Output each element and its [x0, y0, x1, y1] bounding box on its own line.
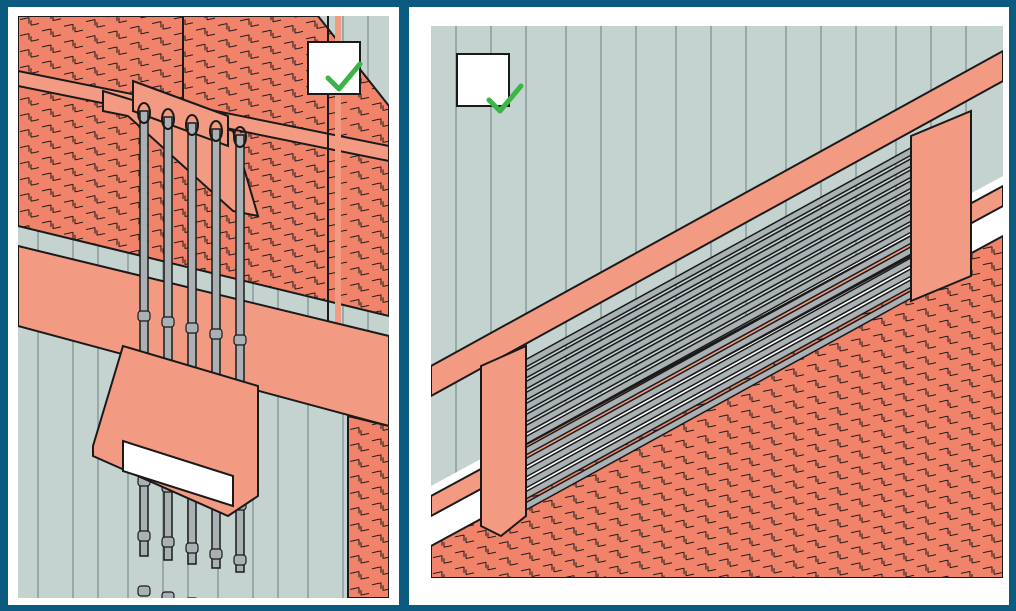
rod-coupler: [186, 323, 198, 333]
rod-coupler: [162, 537, 174, 547]
rod: [140, 111, 148, 556]
rod-coupler: [234, 335, 246, 345]
rod: [164, 117, 172, 560]
rod-coupler: [210, 549, 222, 559]
rod-coupler: [138, 311, 150, 321]
rod-coupler: [186, 543, 198, 553]
panel-right-horizontal-rack: [409, 7, 1009, 605]
vertical-rack-illustration: [18, 16, 389, 598]
rod-coupler: [210, 329, 222, 339]
panel-left-vertical-rack: [8, 7, 399, 605]
rod-coupler: [234, 555, 246, 565]
end-cap-right: [911, 111, 971, 301]
end-cap-left: [481, 346, 526, 536]
checkmark-icon-left: [307, 41, 361, 95]
rod-coupler: [162, 317, 174, 327]
rod-coupler: [138, 586, 150, 596]
checkmark-icon-right: [456, 53, 510, 107]
rod-coupler: [162, 592, 174, 598]
rod-coupler: [138, 531, 150, 541]
